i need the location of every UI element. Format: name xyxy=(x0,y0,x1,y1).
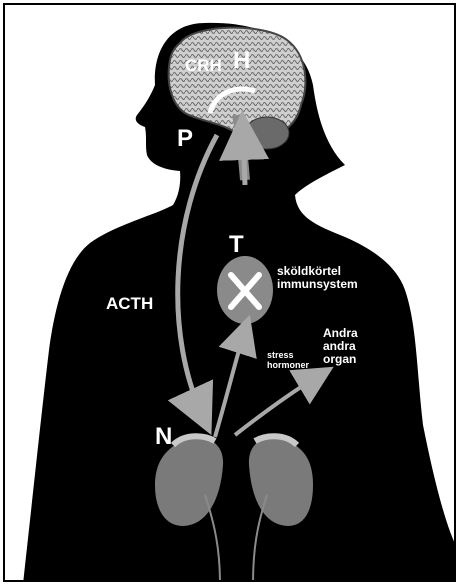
other-organs-text: Andra andra organ xyxy=(323,327,358,366)
figure-frame: CRH H P T ACTH N sköldkörtel immunsystem… xyxy=(3,3,456,582)
pituitary-label: P xyxy=(177,127,193,151)
cerebellum xyxy=(245,117,289,149)
thymus-description: sköldkörtel immunsystem xyxy=(277,265,358,291)
body-diagram xyxy=(5,5,456,582)
crh-label: CRH xyxy=(185,57,222,74)
stress-hormone-text: stress hormoner xyxy=(267,350,309,370)
thymus-label: T xyxy=(229,233,244,257)
hypothalamus-label: H xyxy=(233,49,250,73)
brainstem-arrow xyxy=(243,130,245,185)
acth-label: ACTH xyxy=(106,295,153,312)
adrenal-label: N xyxy=(155,425,172,449)
